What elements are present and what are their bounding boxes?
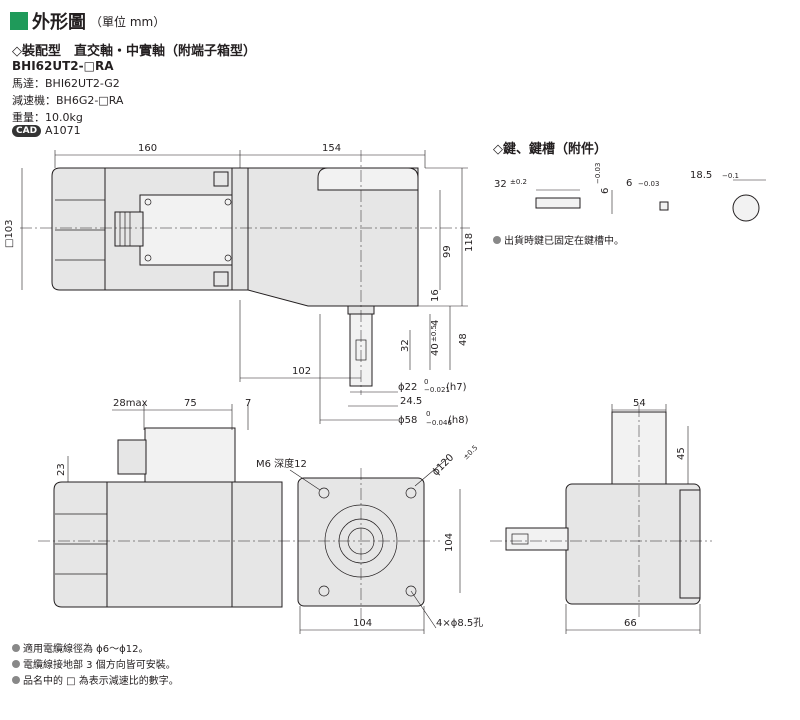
front-flange xyxy=(231,481,283,608)
note-text: 適用電纜線徑為 ϕ6～ϕ12。 xyxy=(23,644,149,655)
dim-phi120: ϕ120 xyxy=(430,452,456,478)
key-side xyxy=(535,197,581,209)
key-dim-len-tol: ±0.2 xyxy=(510,178,527,186)
key-dim-w-tol: −0.03 xyxy=(638,180,659,188)
key-dim-h: 6 xyxy=(600,188,611,194)
motor-flange xyxy=(231,167,249,291)
dim-4: 4 xyxy=(430,320,441,326)
dim-154: 154 xyxy=(322,143,341,154)
dim-phi58-tol-top: 0 xyxy=(426,410,430,418)
dim-24-5: 24.5 xyxy=(400,396,422,407)
cad-code: A1071 xyxy=(45,124,81,137)
key-note: 出貨時鍵已固定在鍵槽中。 xyxy=(493,232,624,247)
bullet-icon xyxy=(12,659,20,668)
dim-48: 48 xyxy=(458,333,469,346)
title-square-icon xyxy=(10,12,28,30)
side-cap xyxy=(679,489,701,599)
note-text: 品名中的 □ 為表示減速比的數字。 xyxy=(23,676,179,687)
dim-104-h: 104 xyxy=(353,618,372,629)
cad-reference[interactable]: CAD A1071 xyxy=(12,124,81,137)
top-view: 160 154 □103 99 118 16 4 32 40 ±0.5 48 1… xyxy=(4,143,475,427)
dim-phi22: ϕ22 xyxy=(398,382,417,393)
spec-gearhead: 減速機：BH6G2-□RA xyxy=(12,94,124,107)
dim-32: 32 xyxy=(400,339,411,352)
gear-top-cap xyxy=(317,167,419,191)
dim-28max: 28max xyxy=(113,398,148,409)
dim-40: 40 xyxy=(430,343,441,356)
dim-7: 7 xyxy=(245,398,251,409)
front-view: 28max 75 7 23 M6 深度12 ϕ120 ±0.5 104 104 … xyxy=(38,398,483,634)
dim-phi120-tol: ±0.5 xyxy=(462,444,480,462)
dim-phi58-tol-bot: −0.046 xyxy=(426,419,452,427)
dim-118: 118 xyxy=(464,233,475,252)
key-note-text: 出貨時鍵已固定在鍵槽中。 xyxy=(504,236,624,247)
note-text: 電纜線接地部 3 個方向皆可安裝。 xyxy=(23,660,176,671)
dim-phi58-fit: (h8) xyxy=(448,415,469,426)
key-section xyxy=(659,201,669,211)
key-dim-depth-tol: −0.1 xyxy=(722,172,739,180)
key-title: ◇鍵、鍵槽（附件） xyxy=(493,142,607,157)
key-detail: 32 ±0.2 6 −0.03 6 −0.03 18.5 −0.1 xyxy=(494,163,766,222)
terminal-box xyxy=(139,194,236,266)
dim-phi58: ϕ58 xyxy=(398,415,417,426)
shaft-section xyxy=(732,194,760,222)
front-motor-fins xyxy=(53,481,108,608)
side-view: 54 45 66 xyxy=(490,398,712,634)
dim-4x-holes: 4×ϕ8.5孔 xyxy=(436,617,483,629)
key-dim-len: 32 xyxy=(494,179,507,190)
unit-label: （單位 mm） xyxy=(90,14,166,29)
key-dim-depth: 18.5 xyxy=(690,170,712,181)
dim-54: 54 xyxy=(633,398,646,409)
subtitle: ◇裝配型 直交軸・中實軸（附端子箱型） xyxy=(12,44,256,59)
bullet-icon xyxy=(12,643,20,652)
note-2: 電纜線接地部 3 個方向皆可安裝。 xyxy=(12,656,176,671)
dim-102: 102 xyxy=(292,366,311,377)
spec-weight: 重量：10.0kg xyxy=(12,111,83,124)
dim-66: 66 xyxy=(624,618,637,629)
dim-160: 160 xyxy=(138,143,157,154)
dim-m6: M6 深度12 xyxy=(256,457,307,470)
key-dim-w: 6 xyxy=(626,178,632,189)
page-header: 外形圖 （單位 mm） xyxy=(10,8,165,34)
front-cable-gland xyxy=(117,439,147,475)
model-name: BHI62UT2-□RA xyxy=(12,59,114,73)
bullet-icon xyxy=(493,235,501,244)
dim-23: 23 xyxy=(56,463,67,476)
dim-103: □103 xyxy=(4,219,15,248)
note-1: 適用電纜線徑為 ϕ6～ϕ12。 xyxy=(12,640,148,655)
spec-motor: 馬達：BHI62UT2-G2 xyxy=(12,77,120,90)
dim-phi22-tol-bot: −0.021 xyxy=(424,386,450,394)
dim-104-v: 104 xyxy=(444,533,455,552)
cable-gland xyxy=(114,211,144,247)
front-terminal-box xyxy=(144,427,236,483)
dim-phi22-tol-top: 0 xyxy=(424,378,428,386)
note-3: 品名中的 □ 為表示減速比的數字。 xyxy=(12,672,179,687)
dim-75: 75 xyxy=(184,398,197,409)
dim-45: 45 xyxy=(676,447,687,460)
cad-badge: CAD xyxy=(12,124,42,137)
key-dim-h-tol: −0.03 xyxy=(594,163,602,184)
front-motor-body xyxy=(106,481,236,608)
page-title: 外形圖 xyxy=(32,12,86,33)
dim-16: 16 xyxy=(430,289,441,302)
side-shaft xyxy=(505,527,569,551)
motor-fins xyxy=(51,167,106,291)
dim-phi22-fit: (h7) xyxy=(446,382,467,393)
dim-99: 99 xyxy=(442,245,453,258)
bullet-icon xyxy=(12,675,20,684)
dim-40-tol: ±0.5 xyxy=(430,325,438,342)
